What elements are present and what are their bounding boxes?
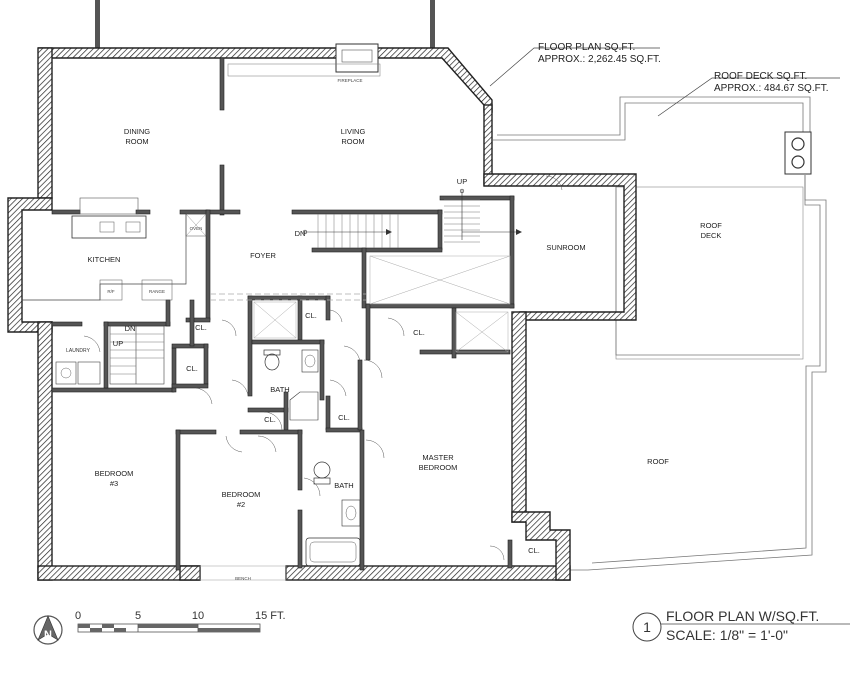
rear-stairs-up-label: UP bbox=[113, 339, 123, 348]
scale-tick-10: 10 bbox=[192, 610, 204, 622]
lower-bath-label: BATH bbox=[334, 481, 353, 490]
sunroom-label: SUNROOM bbox=[546, 243, 585, 252]
laundry-label: LAUNDRY bbox=[66, 348, 90, 354]
fireplace: FIREPLACE bbox=[227, 43, 381, 83]
exterior-walls bbox=[7, 47, 637, 581]
roof-vent-unit bbox=[784, 131, 812, 175]
roof-deck-area-callout: ROOF DECK SQ.FT. APPROX.: 484.67 SQ.FT. bbox=[657, 71, 840, 117]
living-room-label-1: LIVING bbox=[341, 127, 366, 136]
closet-label-1: CL. bbox=[195, 323, 207, 332]
closet-label-6: CL. bbox=[338, 413, 350, 422]
roof-vent-circle-bottom bbox=[791, 155, 805, 169]
closet-label-3: CL. bbox=[305, 311, 317, 320]
closet-label-4: CL. bbox=[413, 328, 425, 337]
roof-deck-sqft-title: ROOF DECK SQ.FT. bbox=[714, 71, 807, 82]
floor-plan-sqft-title: FLOOR PLAN SQ.FT. bbox=[538, 42, 635, 53]
stairs-up-label: UP bbox=[457, 177, 467, 186]
roof-deck-label-2: DECK bbox=[701, 231, 722, 240]
upper-bath-label: BATH bbox=[270, 385, 289, 394]
living-room-label-2: ROOM bbox=[341, 137, 364, 146]
roof-deck-sqft-value: APPROX.: 484.67 SQ.FT. bbox=[714, 83, 829, 94]
bedroom-2-label-2: #2 bbox=[237, 500, 245, 509]
master-bedroom-label-1: MASTER bbox=[422, 453, 454, 462]
dining-room-label-2: ROOM bbox=[125, 137, 148, 146]
exterior-posts bbox=[95, 0, 435, 50]
rear-stairs-down-label: DN bbox=[125, 324, 136, 333]
rear-staircase: DN UP bbox=[109, 324, 165, 385]
oven-label: OVEN bbox=[190, 226, 203, 231]
closet-label-7: CL. bbox=[528, 546, 540, 555]
drawing-scale: SCALE: 1/8" = 1'-0" bbox=[666, 627, 788, 643]
north-arrow: N bbox=[33, 615, 63, 645]
master-bedroom-label-2: BEDROOM bbox=[419, 463, 458, 472]
bench-label: BENCH bbox=[235, 576, 251, 581]
floor-plan-area-callout: FLOOR PLAN SQ.FT. APPROX.: 2,262.45 SQ.F… bbox=[489, 42, 661, 87]
dining-room-label-1: DINING bbox=[124, 127, 150, 136]
roof-outline bbox=[493, 96, 827, 571]
drawing-title: FLOOR PLAN W/SQ.FT. bbox=[666, 608, 819, 624]
scale-tick-0: 0 bbox=[75, 610, 81, 622]
foyer-label: FOYER bbox=[250, 251, 276, 260]
bench: BENCH bbox=[199, 565, 287, 581]
closet-label-2: CL. bbox=[186, 364, 198, 373]
roof-deck-label-1: ROOF bbox=[700, 221, 722, 230]
scale-tick-5: 5 bbox=[135, 610, 141, 622]
fireplace-label: FIREPLACE bbox=[337, 78, 362, 83]
bedroom-3-label-2: #3 bbox=[110, 479, 118, 488]
main-staircase: DN UP bbox=[295, 177, 522, 248]
kitchen-label: KITCHEN bbox=[88, 255, 121, 264]
scale-tick-15: 15 FT. bbox=[255, 610, 286, 622]
fridge-label: R/F bbox=[107, 289, 115, 294]
stairs-down-label: DN bbox=[295, 229, 306, 238]
roof-label: ROOF bbox=[647, 457, 669, 466]
bedroom-2-label-1: BEDROOM bbox=[222, 490, 261, 499]
range-label: RANGE bbox=[149, 289, 165, 294]
bedroom-3-label-1: BEDROOM bbox=[95, 469, 134, 478]
north-arrow-label: N bbox=[44, 629, 52, 641]
bath-fixtures bbox=[263, 349, 361, 567]
interior-walls bbox=[51, 57, 515, 571]
roof-deck-area bbox=[615, 186, 804, 360]
scale-bar: 0 5 10 15 FT. bbox=[75, 610, 286, 633]
kitchen-fixtures: R/F RANGE OVEN bbox=[22, 197, 207, 301]
closet-label-5: CL. bbox=[264, 415, 276, 424]
door-swings bbox=[83, 175, 563, 561]
laundry-fixtures bbox=[55, 361, 101, 385]
floor-plan-sqft-value: APPROX.: 2,262.45 SQ.FT. bbox=[538, 54, 661, 65]
roof-vent-circle-top bbox=[791, 137, 805, 151]
drawing-number: 1 bbox=[643, 619, 651, 635]
open-to-below bbox=[210, 255, 511, 353]
title-block: 1 FLOOR PLAN W/SQ.FT. SCALE: 1/8" = 1'-0… bbox=[632, 608, 850, 643]
room-labels: DINING ROOM LIVING ROOM KITCHEN FOYER SU… bbox=[66, 127, 722, 555]
